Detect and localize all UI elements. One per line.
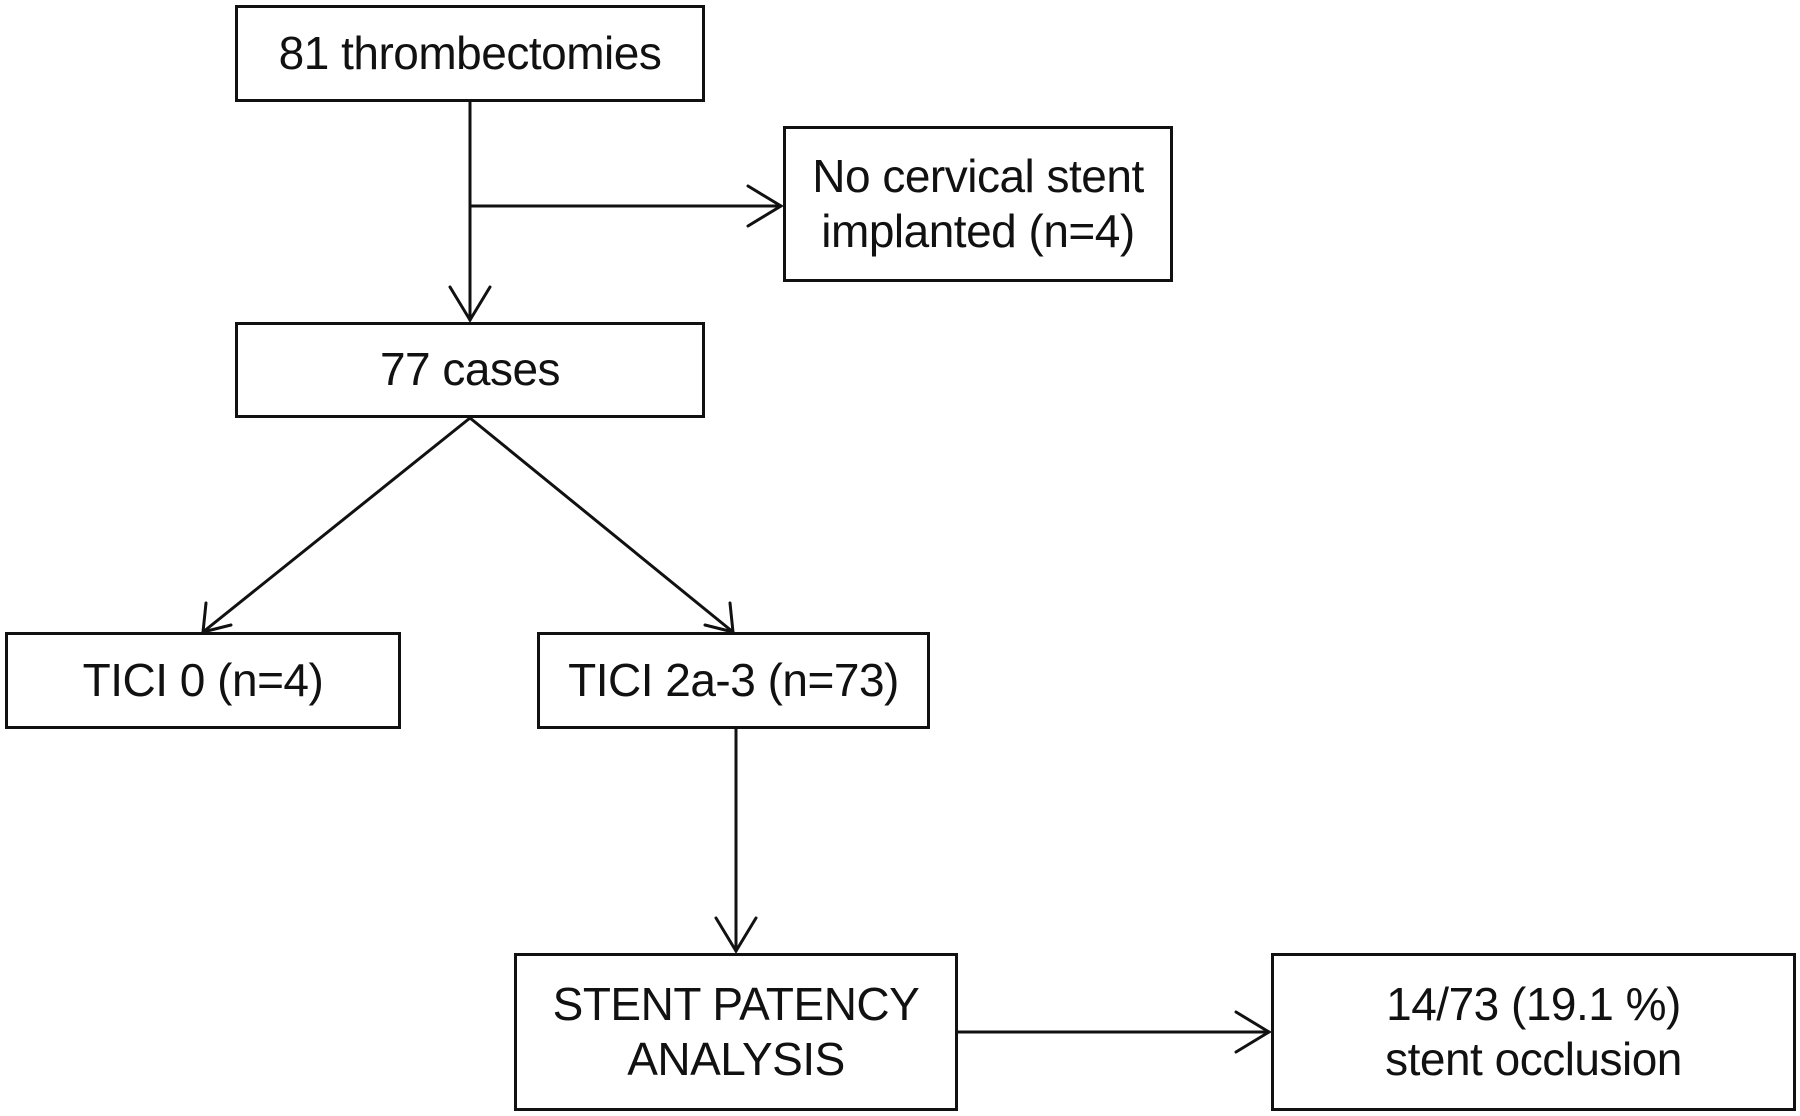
node-stent-occlusion: 14/73 (19.1 %) stent occlusion (1271, 953, 1796, 1111)
node-tici-0: TICI 0 (n=4) (5, 632, 401, 729)
node-label-line-2: stent occlusion (1385, 1033, 1682, 1085)
node-label-line-2: implanted (n=4) (821, 205, 1135, 257)
arrowhead-start-to-cases (448, 285, 492, 323)
arrowhead-start-to-exclude (746, 184, 784, 228)
arrowhead-tici2a3-to-stent (714, 916, 758, 954)
node-stent-patency-analysis: STENT PATENCY ANALYSIS (514, 953, 958, 1111)
node-label: 77 cases (379, 343, 561, 396)
node-label: 81 thrombectomies (278, 26, 662, 79)
edge-cases-to-tici0 (201, 416, 472, 634)
node-label-line-2: ANALYSIS (627, 1033, 845, 1085)
node-no-cervical-stent: No cervical stent implanted (n=4) (783, 126, 1173, 282)
edge-cases-to-tici2a3 (468, 416, 735, 634)
node-label-line-1: No cervical stent (812, 149, 1144, 202)
node-81-thrombectomies: 81 thrombectomies (235, 5, 705, 102)
node-tici-2a-3: TICI 2a-3 (n=73) (537, 632, 930, 729)
node-label: TICI 2a-3 (n=73) (568, 653, 899, 706)
node-label-line-1: 14/73 (19.1 %) (1386, 977, 1681, 1030)
node-label: TICI 0 (n=4) (82, 653, 324, 706)
arrowhead-stent-to-occlusion (1234, 1010, 1272, 1054)
node-label-line-1: STENT PATENCY (552, 977, 920, 1030)
node-77-cases: 77 cases (235, 322, 705, 418)
